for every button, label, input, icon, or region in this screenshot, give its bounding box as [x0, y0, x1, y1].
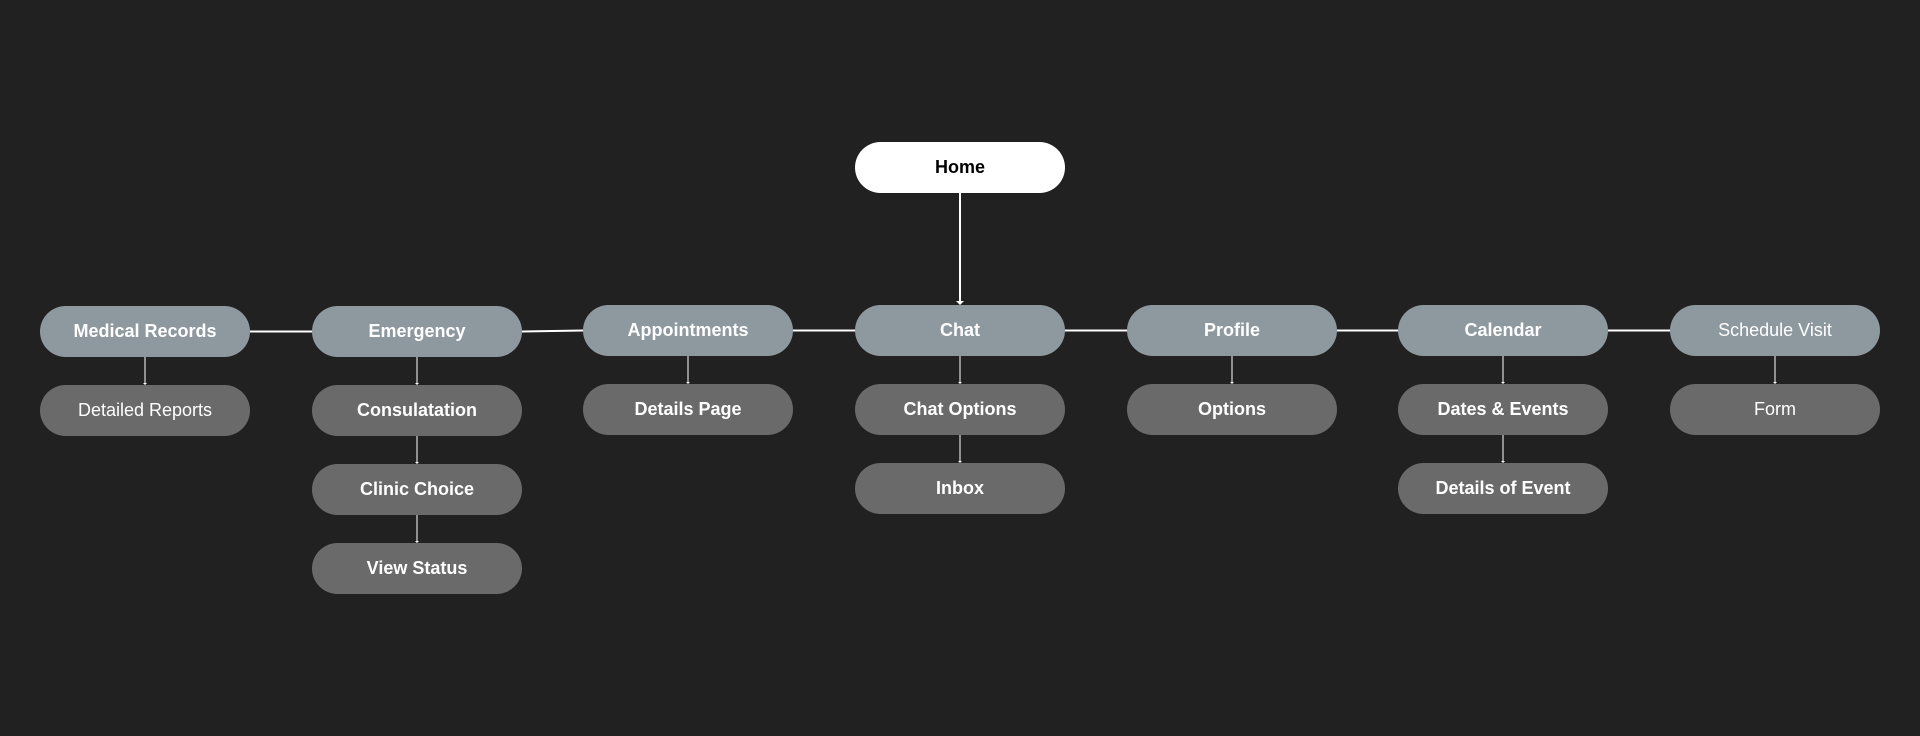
node-details-of-event: Details of Event — [1398, 463, 1608, 514]
connector-col6-child0-arrowhead — [1773, 382, 1777, 384]
node-dates-events: Dates & Events — [1398, 384, 1608, 435]
node-emergency: Emergency — [312, 306, 522, 357]
node-medical-records: Medical Records — [40, 306, 250, 357]
node-form: Form — [1670, 384, 1880, 435]
connector-primary-1-2 — [521, 329, 584, 333]
connector-col2-child0-arrowhead — [686, 382, 690, 384]
connector-col4-child0-arrowhead — [1230, 382, 1234, 384]
connector-col5-child1-arrowhead — [1501, 461, 1505, 463]
connector-home-chat-arrowhead — [956, 301, 964, 305]
node-profile: Profile — [1127, 305, 1337, 356]
connector-col5-child0-arrowhead — [1501, 382, 1505, 384]
node-view-status: View Status — [312, 543, 522, 594]
node-calendar: Calendar — [1398, 305, 1608, 356]
node-home: Home — [855, 142, 1065, 193]
node-appointments: Appointments — [583, 305, 793, 356]
connector-col3-child0-arrowhead — [958, 382, 962, 384]
node-schedule-visit: Schedule Visit — [1670, 305, 1880, 356]
node-inbox: Inbox — [855, 463, 1065, 514]
connector-col3-child1-arrowhead — [958, 461, 962, 463]
node-consulatation: Consulatation — [312, 385, 522, 436]
node-clinic-choice: Clinic Choice — [312, 464, 522, 515]
node-chat-options: Chat Options — [855, 384, 1065, 435]
node-detailed-reports: Detailed Reports — [40, 385, 250, 436]
connector-col1-child1-arrowhead — [415, 462, 419, 464]
connector-col0-child0-arrowhead — [143, 383, 147, 385]
node-details-page: Details Page — [583, 384, 793, 435]
connector-col1-child0-arrowhead — [415, 383, 419, 385]
node-chat: Chat — [855, 305, 1065, 356]
node-options: Options — [1127, 384, 1337, 435]
connector-col1-child2-arrowhead — [415, 541, 419, 543]
